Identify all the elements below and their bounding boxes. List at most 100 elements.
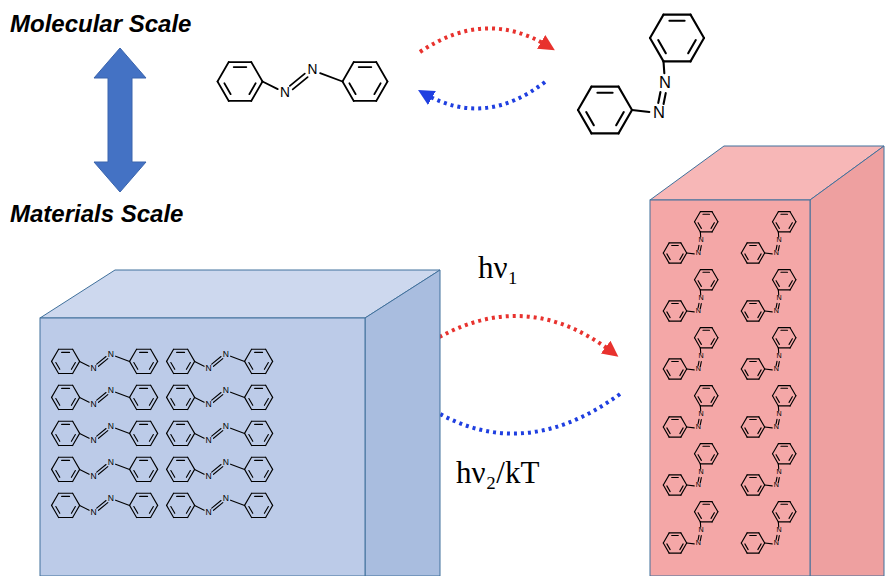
atom-label: N [774, 483, 779, 490]
bond-line [290, 74, 305, 86]
bond-line [759, 475, 765, 485]
bond-line [687, 542, 695, 544]
bond-line [140, 424, 148, 425]
atom-label: N [108, 422, 114, 431]
bond-line [73, 349, 80, 361]
bond-line [195, 361, 205, 366]
bond-line [597, 92, 612, 94]
bond-line [711, 397, 714, 403]
bond-line [213, 503, 222, 511]
bond-line [130, 385, 137, 397]
bond-line [741, 427, 747, 437]
forward-arrow [420, 28, 548, 52]
bond-line [174, 493, 188, 494]
bond-line [773, 444, 779, 454]
bond-line [741, 253, 747, 263]
bond-line [681, 369, 687, 379]
bond-line [758, 312, 761, 318]
bond-line [266, 361, 273, 373]
bond-line [741, 311, 747, 321]
bond-line [251, 82, 262, 101]
bond-line [781, 214, 788, 215]
bond-line [245, 421, 252, 433]
bond-line [255, 424, 263, 425]
bond-line [98, 395, 107, 403]
bond-line [195, 505, 205, 510]
bond-line [140, 496, 148, 497]
bond-line [759, 369, 765, 379]
bond-line [759, 359, 765, 369]
bond-line [52, 397, 59, 409]
bond-line [359, 66, 372, 68]
bond-line [255, 460, 263, 461]
bond-line [134, 506, 138, 513]
bond-line [177, 460, 185, 461]
bond-line [778, 464, 779, 469]
bond-line [137, 385, 151, 386]
bond-line [231, 428, 245, 433]
bond-line [700, 406, 701, 411]
bond-line [619, 87, 633, 110]
bond-line [773, 386, 779, 396]
bond-line [98, 503, 107, 511]
bond-line [245, 457, 252, 469]
bond-line [773, 212, 779, 222]
bond-line [245, 385, 252, 397]
atom-label: N [776, 528, 781, 535]
bond-line [663, 253, 669, 263]
bond-line [266, 397, 273, 409]
bond-line [186, 470, 190, 477]
bond-line [669, 532, 681, 533]
bond-line [747, 321, 759, 322]
bond-line [712, 386, 718, 396]
bond-line [376, 62, 387, 81]
bond-line [213, 395, 222, 403]
bond-line [776, 339, 779, 345]
bond-line [167, 457, 174, 469]
scale-label: Materials Scale [10, 200, 183, 228]
bond-line [790, 280, 796, 290]
bond-line [695, 280, 701, 290]
bond-line [681, 253, 687, 263]
bond-line [765, 310, 773, 312]
bond-line [680, 370, 683, 376]
bond-line [264, 362, 268, 369]
atom-label: N [696, 425, 701, 432]
bond-line [252, 421, 266, 422]
atom-label: N [206, 436, 212, 445]
bond-line [778, 290, 779, 295]
atom-label: N [774, 541, 779, 548]
light-label: hν₂/kT [456, 455, 539, 491]
atom-label: N [776, 412, 781, 419]
bond-line [586, 112, 594, 125]
bond-line [98, 467, 107, 475]
bond-line [663, 417, 669, 427]
bond-line [747, 379, 759, 380]
bond-line [712, 222, 718, 232]
bond-line [789, 397, 792, 403]
atom-label: N [206, 400, 212, 409]
bond-line [711, 455, 714, 461]
bond-line [59, 349, 73, 350]
bond-line [249, 83, 255, 94]
atom-label: N [223, 350, 229, 359]
bond-line [747, 300, 759, 301]
atom-label: N [698, 470, 703, 477]
bond-line [73, 493, 80, 505]
bond-line [700, 348, 701, 353]
bond-line [765, 252, 773, 254]
bond-line [59, 493, 73, 494]
bond-line [663, 359, 669, 369]
bond-line [137, 421, 151, 422]
bond-line [188, 469, 195, 481]
bond-line [578, 110, 592, 133]
bond-line [778, 522, 779, 527]
bond-line [252, 517, 266, 518]
bond-line [776, 303, 778, 308]
bond-line [790, 512, 796, 522]
bond-line [245, 361, 252, 373]
atom-label: N [108, 458, 114, 467]
bond-line [672, 419, 679, 420]
bond-line [212, 465, 221, 473]
bond-line [663, 301, 669, 311]
